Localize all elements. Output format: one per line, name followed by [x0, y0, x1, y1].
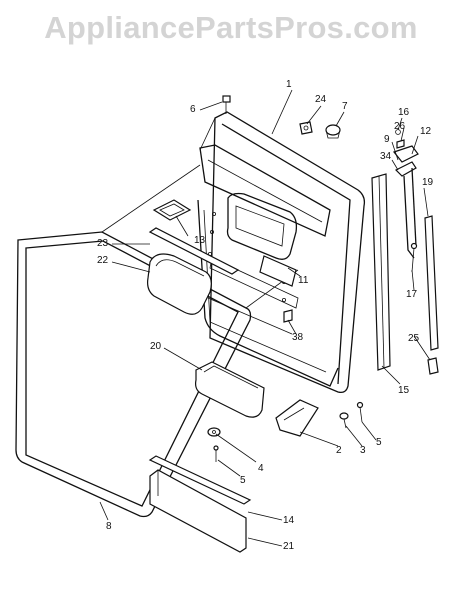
kick-panel-part-21[interactable]: [149, 469, 247, 553]
trim-strip-part-19[interactable]: [424, 215, 439, 351]
end-cap-part-25[interactable]: [427, 357, 439, 375]
callout-4: 4: [258, 463, 264, 474]
callout-5-upper: 5: [376, 437, 382, 448]
callout-12: 12: [420, 126, 432, 137]
callout-26: 26: [394, 121, 406, 132]
callout-11: 11: [298, 275, 309, 286]
rail-part-14[interactable]: [148, 455, 252, 505]
callout-13: 13: [194, 235, 206, 246]
door-stop-part-2[interactable]: [275, 399, 319, 437]
cap-part-7[interactable]: [325, 124, 341, 139]
hinge-assembly-part-12[interactable]: [392, 129, 419, 259]
watermark-text: AppliancePartsPros.com: [44, 10, 418, 45]
callout-22: 22: [97, 255, 109, 266]
hinge-screw-part-6[interactable]: [222, 95, 231, 114]
callout-38: 38: [292, 332, 304, 343]
plug-part-24[interactable]: [299, 121, 313, 135]
door-gasket-part-8[interactable]: [15, 231, 252, 518]
callout-17: 17: [406, 289, 418, 300]
callout-24: 24: [315, 94, 327, 105]
door-trim-part-15[interactable]: [371, 173, 391, 371]
bracket-part-13[interactable]: [152, 199, 192, 221]
callout-1: 1: [286, 79, 292, 90]
screw-part-17[interactable]: [410, 242, 418, 273]
shelf-rail-part-23[interactable]: [148, 227, 240, 275]
callout-34: 34: [380, 151, 392, 162]
door-liner-part-1[interactable]: [197, 111, 366, 394]
canister-part-22[interactable]: [147, 253, 212, 315]
callout-8: 8: [106, 521, 112, 532]
callout-23: 23: [97, 238, 109, 249]
callout-7: 7: [342, 101, 348, 112]
callout-25: 25: [408, 333, 420, 344]
callout-14: 14: [283, 515, 295, 526]
callout-21: 21: [283, 541, 295, 552]
callout-3: 3: [360, 445, 366, 456]
callout-20: 20: [150, 341, 162, 352]
callout-6: 6: [190, 104, 196, 115]
callout-16: 16: [398, 107, 410, 118]
washer-part-3[interactable]: [339, 412, 349, 429]
leader-lines: [99, 89, 431, 547]
pivot-part-4[interactable]: [207, 427, 221, 437]
callout-9: 9: [384, 134, 390, 145]
callout-5-lower: 5: [240, 475, 246, 486]
receptacle-part-11[interactable]: [259, 255, 297, 287]
callout-2: 2: [336, 445, 342, 456]
clip-part-38[interactable]: [283, 309, 293, 323]
screw-part-5-lower[interactable]: [213, 445, 219, 462]
bin-part-20[interactable]: [195, 361, 265, 418]
callout-15: 15: [398, 385, 410, 396]
callout-19: 19: [422, 177, 434, 188]
screw-part-5-upper[interactable]: [356, 401, 364, 423]
